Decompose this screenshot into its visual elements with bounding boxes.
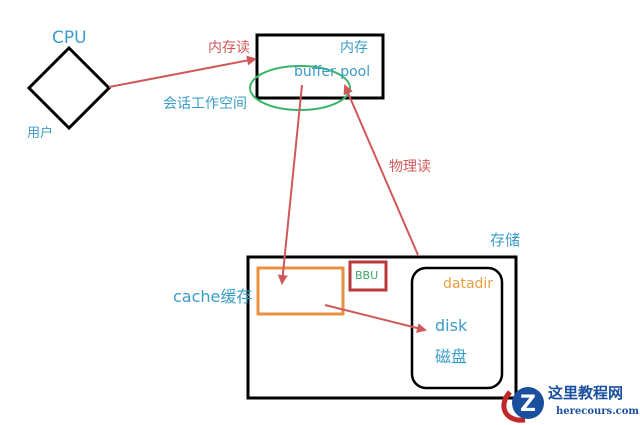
bbu-label: BBU xyxy=(355,269,379,282)
cache-label: cache缓存 xyxy=(173,287,253,306)
memory-read-label: 内存读 xyxy=(208,40,250,56)
physical-read-label: 物理读 xyxy=(389,159,431,175)
disk-cn-label: 磁盘 xyxy=(435,347,468,366)
watermark-logo-icon: Z xyxy=(501,387,544,423)
svg-text:Z: Z xyxy=(520,392,536,417)
storage-label: 存储 xyxy=(490,231,521,249)
bbu-box xyxy=(348,260,388,292)
cache-box xyxy=(256,266,345,316)
arrow-cache-to-disk xyxy=(324,304,427,333)
user-label: 用户 xyxy=(27,126,54,141)
datadir-label: datadir xyxy=(443,276,494,292)
buffer-pool-label: buffer pool xyxy=(294,64,371,80)
datadir-box xyxy=(410,266,504,390)
disk-label: disk xyxy=(435,316,468,335)
storage-box xyxy=(246,255,518,400)
memory-box xyxy=(255,33,385,100)
watermark-title: 这里教程网 xyxy=(548,384,624,402)
cpu-diamond xyxy=(26,45,112,131)
cpu-label: CPU xyxy=(52,28,87,48)
watermark-url: herecours.com xyxy=(556,406,640,417)
arrow-physical-read xyxy=(343,84,419,256)
arrow-buffer-to-cache xyxy=(277,84,303,285)
memory-label: 内存 xyxy=(340,40,368,56)
session-workspace-label: 会话工作空间 xyxy=(163,96,247,112)
arrow-memory-read xyxy=(108,55,257,88)
